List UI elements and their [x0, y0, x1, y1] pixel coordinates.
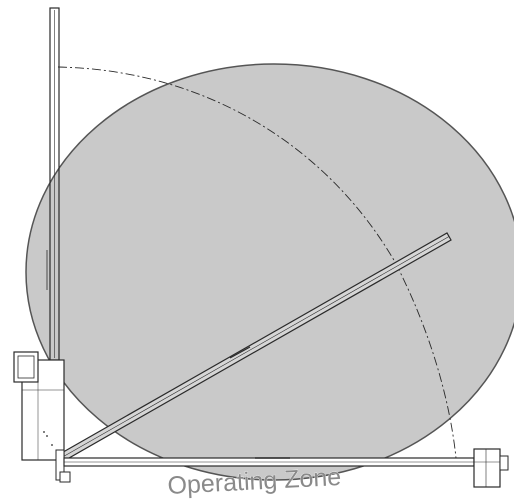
base-rail	[63, 457, 475, 467]
operating-zone-circle	[25, 63, 514, 481]
end-support-post	[473, 448, 509, 488]
gate-cabinet	[13, 351, 71, 483]
swing-arc	[57, 66, 457, 459]
